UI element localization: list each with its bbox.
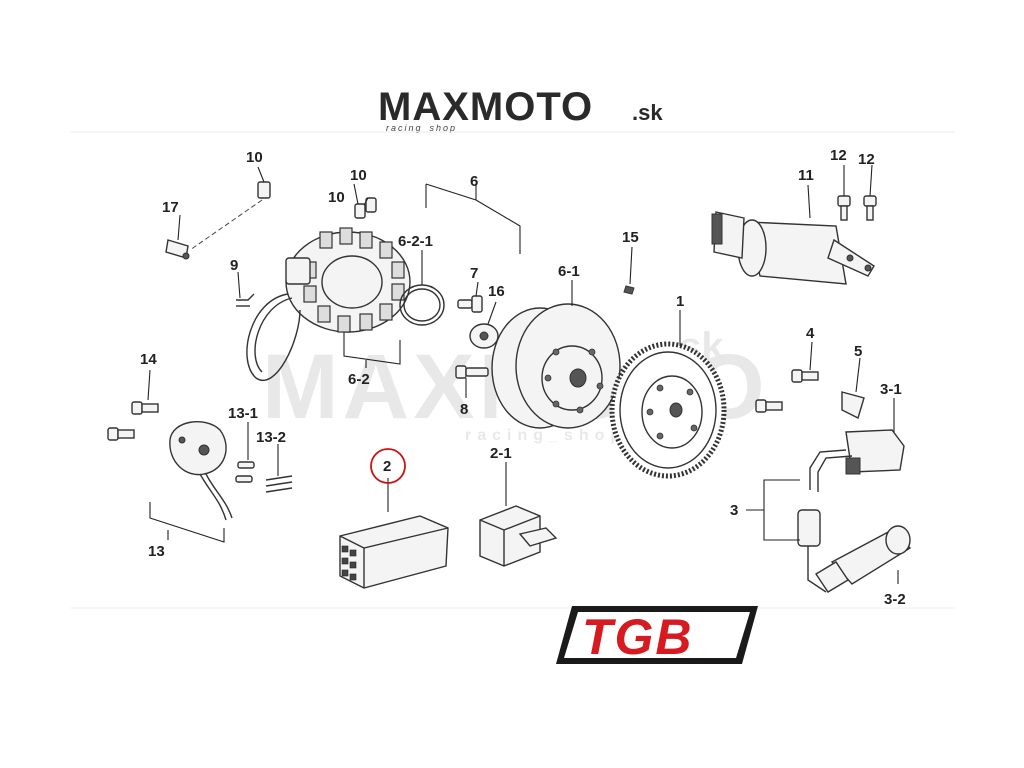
callout-13-2[interactable]: 13-2 xyxy=(256,429,286,446)
callout-10-a[interactable]: 10 xyxy=(246,149,263,166)
callout-14[interactable]: 14 xyxy=(140,351,157,368)
connector-pins-13-2[interactable] xyxy=(265,475,293,493)
callout-6[interactable]: 6 xyxy=(470,173,478,190)
bracket-5[interactable] xyxy=(841,391,865,419)
callout-9[interactable]: 9 xyxy=(230,257,238,274)
callout-4[interactable]: 4 xyxy=(806,325,815,342)
callout-6-2[interactable]: 6-2 xyxy=(348,371,370,388)
callout-10-b[interactable]: 10 xyxy=(350,167,367,184)
bolt-4-b[interactable] xyxy=(755,399,783,413)
bolt-7[interactable] xyxy=(455,365,489,379)
flywheel-6-1[interactable] xyxy=(491,303,621,429)
bolt-4-a[interactable] xyxy=(791,369,819,383)
starter-motor-11[interactable] xyxy=(711,211,875,285)
leader-lines xyxy=(147,164,899,584)
gasket-6-2-1[interactable] xyxy=(399,284,445,326)
callout-6-1[interactable]: 6-1 xyxy=(558,263,580,280)
bolt-8[interactable] xyxy=(457,295,483,313)
bolt-12-b[interactable] xyxy=(863,195,877,221)
callout-labels: 10 17 10 10 9 6 6-2-1 7 16 6-1 15 1 6-2 … xyxy=(140,147,906,608)
bolt-14-b[interactable] xyxy=(107,427,135,441)
logo-main-text: MAXMOTO xyxy=(378,85,593,129)
callout-7[interactable]: 8 xyxy=(460,401,468,418)
starter-gear-1[interactable] xyxy=(609,341,727,479)
clip-17[interactable] xyxy=(165,239,190,260)
callout-2[interactable]: 2 xyxy=(383,458,391,475)
terminal-13-1[interactable] xyxy=(235,461,255,483)
callout-3-1[interactable]: 3-1 xyxy=(880,381,902,398)
callout-13-1[interactable]: 13-1 xyxy=(228,405,258,422)
callout-12-b[interactable]: 12 xyxy=(858,151,875,168)
callout-15[interactable]: 15 xyxy=(622,229,639,246)
tgb-logo-outline xyxy=(564,612,750,658)
ignition-coil-3-1[interactable] xyxy=(809,429,905,492)
maxmoto-logo[interactable]: MAXMOTO .sk racing_shop xyxy=(378,85,663,133)
cdi-unit-2[interactable] xyxy=(339,515,449,589)
callout-2-1[interactable]: 2-1 xyxy=(490,445,512,462)
stator-6-2[interactable] xyxy=(246,227,411,381)
callout-1[interactable]: 1 xyxy=(676,293,684,310)
callout-17[interactable]: 17 xyxy=(162,199,179,216)
logo-tagline: racing_shop xyxy=(386,123,457,133)
bolt-10-b[interactable] xyxy=(354,197,377,219)
bolt-12-a[interactable] xyxy=(837,195,851,221)
pulser-coil-13[interactable] xyxy=(169,421,233,521)
callout-16[interactable]: 16 xyxy=(488,283,505,300)
tgb-logo-text: TGB xyxy=(582,609,694,665)
callout-13[interactable]: 13 xyxy=(148,543,165,560)
bolt-10-a[interactable] xyxy=(189,181,271,251)
highlight-ring xyxy=(370,448,406,484)
callout-6-2-1[interactable]: 6-2-1 xyxy=(398,233,433,250)
callout-8[interactable]: 7 xyxy=(470,265,478,282)
bracket-9[interactable] xyxy=(236,293,255,307)
callout-3[interactable]: 3 xyxy=(730,502,738,519)
spark-plug-cap-3-2[interactable] xyxy=(797,509,912,593)
key-15[interactable] xyxy=(623,285,635,295)
bolt-14-a[interactable] xyxy=(131,401,159,415)
washer-16[interactable] xyxy=(469,323,499,349)
regulator-2-1[interactable] xyxy=(479,505,558,567)
callout-5[interactable]: 5 xyxy=(854,343,862,360)
watermark-tagline: racing_shop xyxy=(465,427,626,444)
callout-12-a[interactable]: 12 xyxy=(830,147,847,164)
callout-3-2[interactable]: 3-2 xyxy=(884,591,906,608)
logo-suffix-text: .sk xyxy=(632,100,663,125)
callout-10-c[interactable]: 10 xyxy=(328,189,345,206)
callout-11[interactable]: 11 xyxy=(798,167,814,184)
tgb-logo[interactable]: TGB xyxy=(556,606,758,665)
